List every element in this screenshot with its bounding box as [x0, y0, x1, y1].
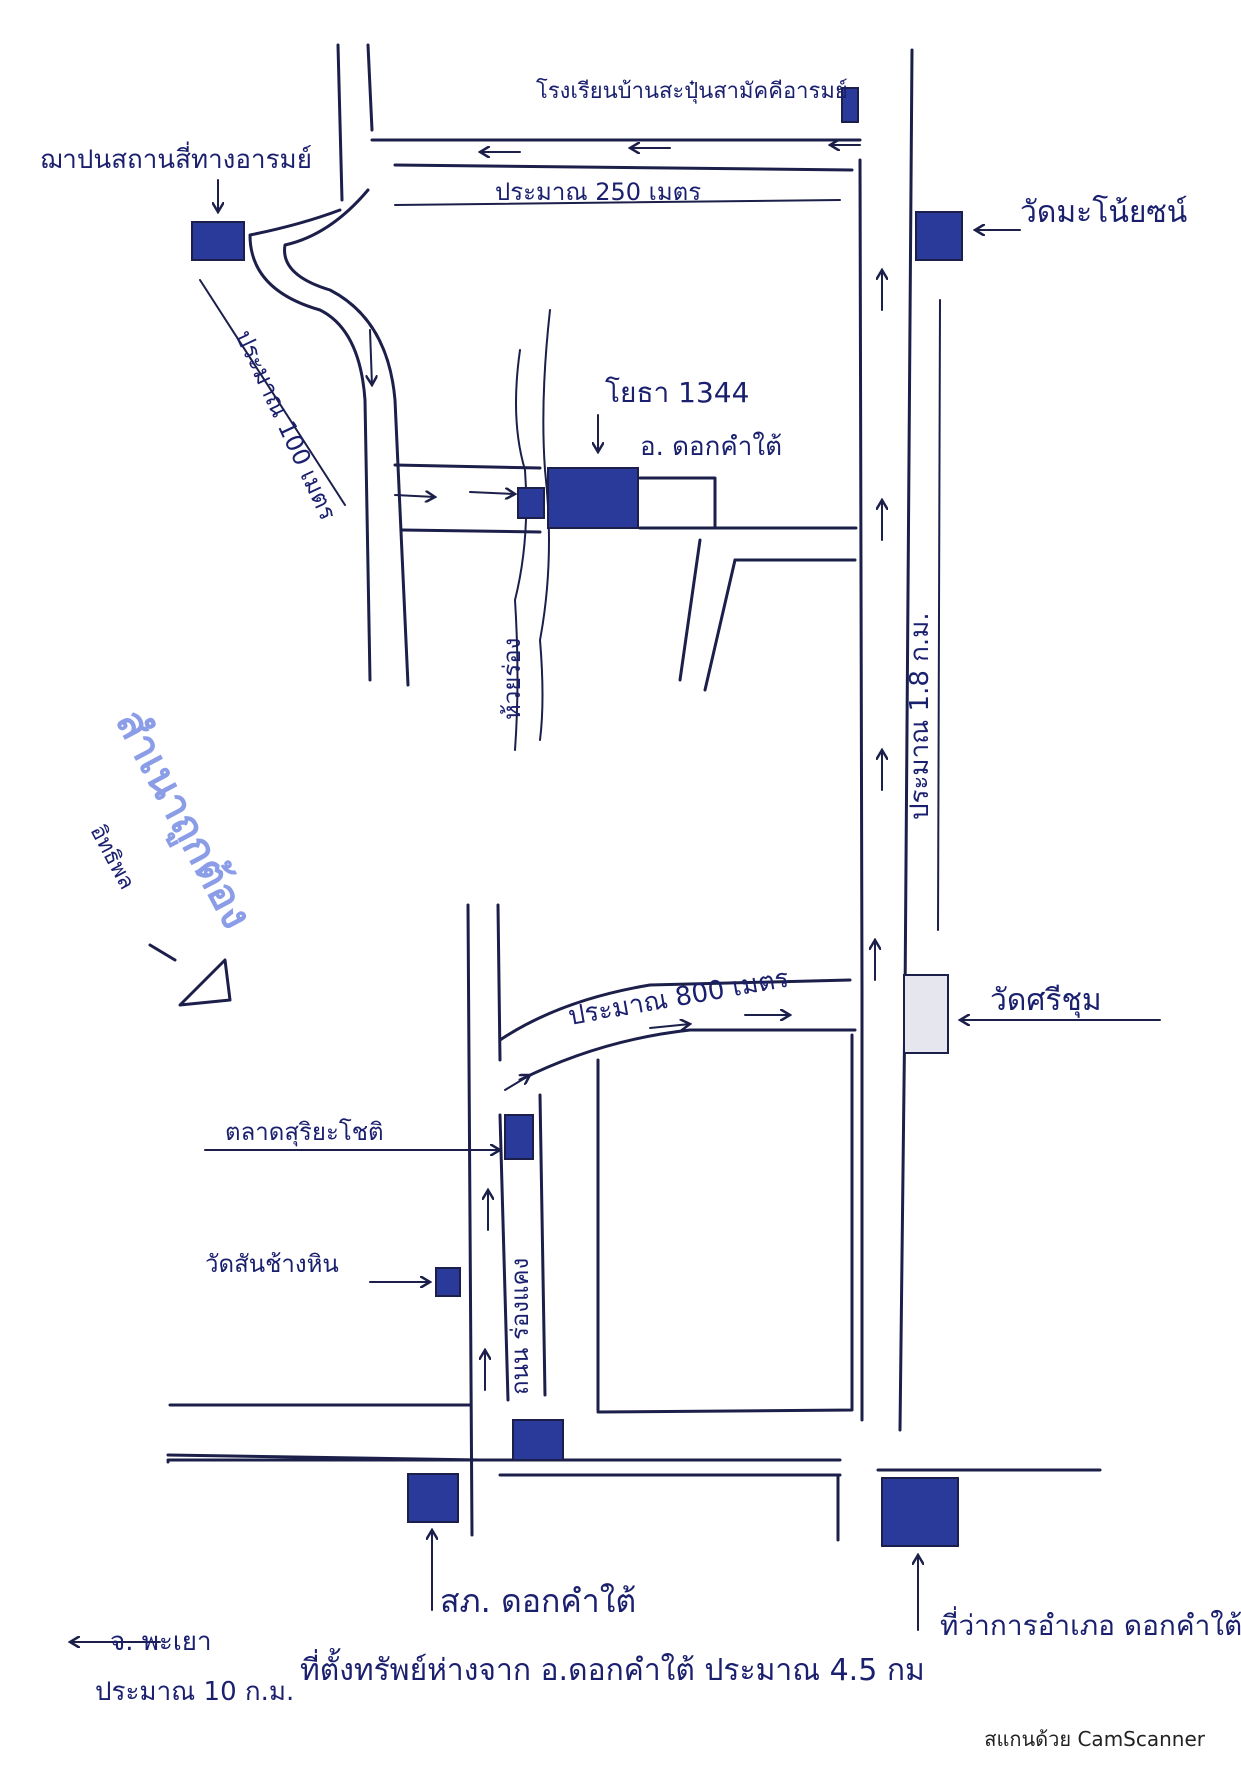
district-office-building: [881, 1477, 959, 1547]
label-dist-250: ประมาณ 250 เมตร: [495, 178, 701, 206]
label-dist-10km: ประมาณ 10 ก.ม.: [95, 1677, 294, 1707]
arrow-curve-2: [504, 1075, 530, 1091]
label-temple-east: วัดศรีชุม: [990, 983, 1102, 1019]
top-left-road-edge-1: [336, 43, 344, 202]
temple-west-building: [435, 1267, 461, 1297]
market-building: [504, 1114, 534, 1160]
label-district-site: อ. ดอกคำใต้: [640, 432, 782, 462]
label-market: ตลาดสุริยะโชติ: [225, 1118, 384, 1147]
signature-mark: [148, 943, 232, 1007]
arrow-to-site: [394, 495, 435, 497]
temple-east-building: [903, 974, 949, 1054]
label-district-office: ที่ว่าการอำเภอ ดอกคำใต้: [940, 1606, 1241, 1642]
label-dist-100: ประมาณ 100 เมตร: [230, 326, 343, 525]
label-police: สภ. ดอกคำใต้: [440, 1582, 636, 1620]
label-crematorium-left: ฌาปนสถานสี่ทางอารมย์: [40, 141, 312, 175]
label-school-top-right: โรงเรียนบ้านสะปุ๋นสามัคคีอารมย์: [536, 78, 848, 104]
river-bank-2: [538, 309, 551, 741]
label-dist-18km: ประมาณ 1.8 ก.ม.: [905, 612, 935, 820]
property-site-building: [547, 467, 639, 529]
school-top-right-building: [841, 87, 859, 123]
label-temple-west: วัดสันช้างหิน: [205, 1250, 339, 1278]
main-road-right-edge-1: [858, 158, 864, 1422]
curve-road-edge-2: [283, 188, 410, 687]
arrow-to-bridge: [469, 492, 515, 494]
label-to-phayao: จ. พะเยา: [110, 1627, 212, 1657]
stamp-signature-name: อิทธิพล: [85, 821, 140, 894]
arrow-curve-down: [370, 329, 372, 385]
bypass-junction-building: [512, 1419, 564, 1461]
dim-100m: [199, 279, 346, 506]
top-road-edge-2: [393, 163, 854, 172]
stamp-certified-copy: สำเนาถูกต้อง: [104, 702, 262, 938]
crematorium-left-building: [191, 221, 245, 261]
diag-road-3: [703, 558, 737, 692]
dim-250m: [394, 199, 841, 206]
dim-18km: [937, 299, 941, 931]
lower-left-road-edge-1: [466, 903, 474, 1537]
scanner-watermark: สแกนด้วย CamScanner: [984, 1727, 1205, 1751]
label-bypass-road: ถนน ร่องแคง: [506, 1258, 534, 1395]
market-road-1: [498, 978, 852, 1042]
bypass-road-edge-2: [538, 1093, 547, 1397]
site-road-edge-2: [400, 528, 542, 534]
arrow-market-road-1: [649, 1024, 690, 1028]
lower-left-road-edge-2: [496, 903, 502, 1062]
temple-north-building: [915, 211, 963, 261]
label-temple-north: วัดมะโน้ยซน์: [1020, 194, 1187, 230]
bypass-road-edge-1: [498, 1113, 510, 1402]
label-location-note: ที่ตั้งทรัพย์ห่างจาก อ.ดอกคำใต้ ประมาณ 4…: [300, 1648, 925, 1688]
market-road-2: [518, 1028, 857, 1082]
river-bank-1: [513, 349, 528, 751]
top-left-road-edge-2: [366, 43, 374, 132]
label-road-1034: โยธา 1344: [605, 376, 749, 409]
label-river: ห้วยร่อง: [498, 638, 526, 720]
site-road-edge-1: [393, 463, 542, 470]
river-bridge-marker: [517, 487, 545, 519]
label-dist-800: ประมาณ 800 เมตร: [566, 964, 791, 1032]
block-right-edge: [596, 1033, 854, 1414]
police-station-building: [407, 1473, 459, 1523]
curve-road-edge-1: [248, 208, 372, 682]
site-lot-outline: [638, 476, 717, 530]
diag-road-1: [678, 538, 702, 682]
